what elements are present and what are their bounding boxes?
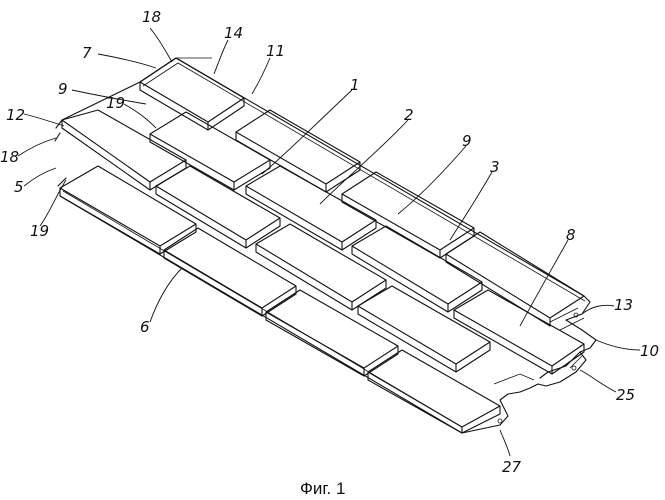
label-19-mid: 19 <box>106 94 125 112</box>
label-19-left: 19 <box>30 222 49 240</box>
label-13: 13 <box>614 296 633 314</box>
label-18-left: 18 <box>0 148 19 166</box>
brick <box>266 290 398 376</box>
label-14: 14 <box>224 24 243 42</box>
brick <box>140 58 244 130</box>
brick <box>156 166 280 248</box>
label-9-top: 9 <box>58 80 68 98</box>
brick-row-top <box>140 58 584 326</box>
brick <box>342 172 474 258</box>
label-2: 2 <box>404 106 414 124</box>
label-5: 3 <box>490 158 500 176</box>
brick <box>368 350 500 433</box>
label-8: 8 <box>566 226 576 244</box>
brick <box>62 110 186 190</box>
brick <box>446 232 584 326</box>
brick <box>352 226 482 312</box>
figure-caption: Фиг. 1 <box>300 479 345 498</box>
label-18-top: 18 <box>142 8 161 26</box>
brick <box>164 228 296 316</box>
brick <box>60 166 196 254</box>
label-27: 27 <box>502 458 522 476</box>
label-3: 9 <box>462 132 472 150</box>
label-10: 10 <box>640 342 659 360</box>
reference-labels: 18 14 11 7 9 1 19 2 12 18 9 3 5 19 8 13 … <box>0 8 659 476</box>
brick <box>246 166 376 250</box>
label-25: 25 <box>616 386 635 404</box>
brick-row-3 <box>62 110 490 372</box>
label-9-left: 5 <box>14 178 24 196</box>
label-1: 1 <box>350 76 360 94</box>
label-7: 7 <box>82 44 92 62</box>
label-11: 11 <box>266 42 285 60</box>
brick-row-2 <box>150 112 584 374</box>
panel-body <box>55 58 596 433</box>
brick <box>150 112 270 190</box>
label-12: 12 <box>6 106 25 124</box>
label-6: 6 <box>140 318 150 336</box>
